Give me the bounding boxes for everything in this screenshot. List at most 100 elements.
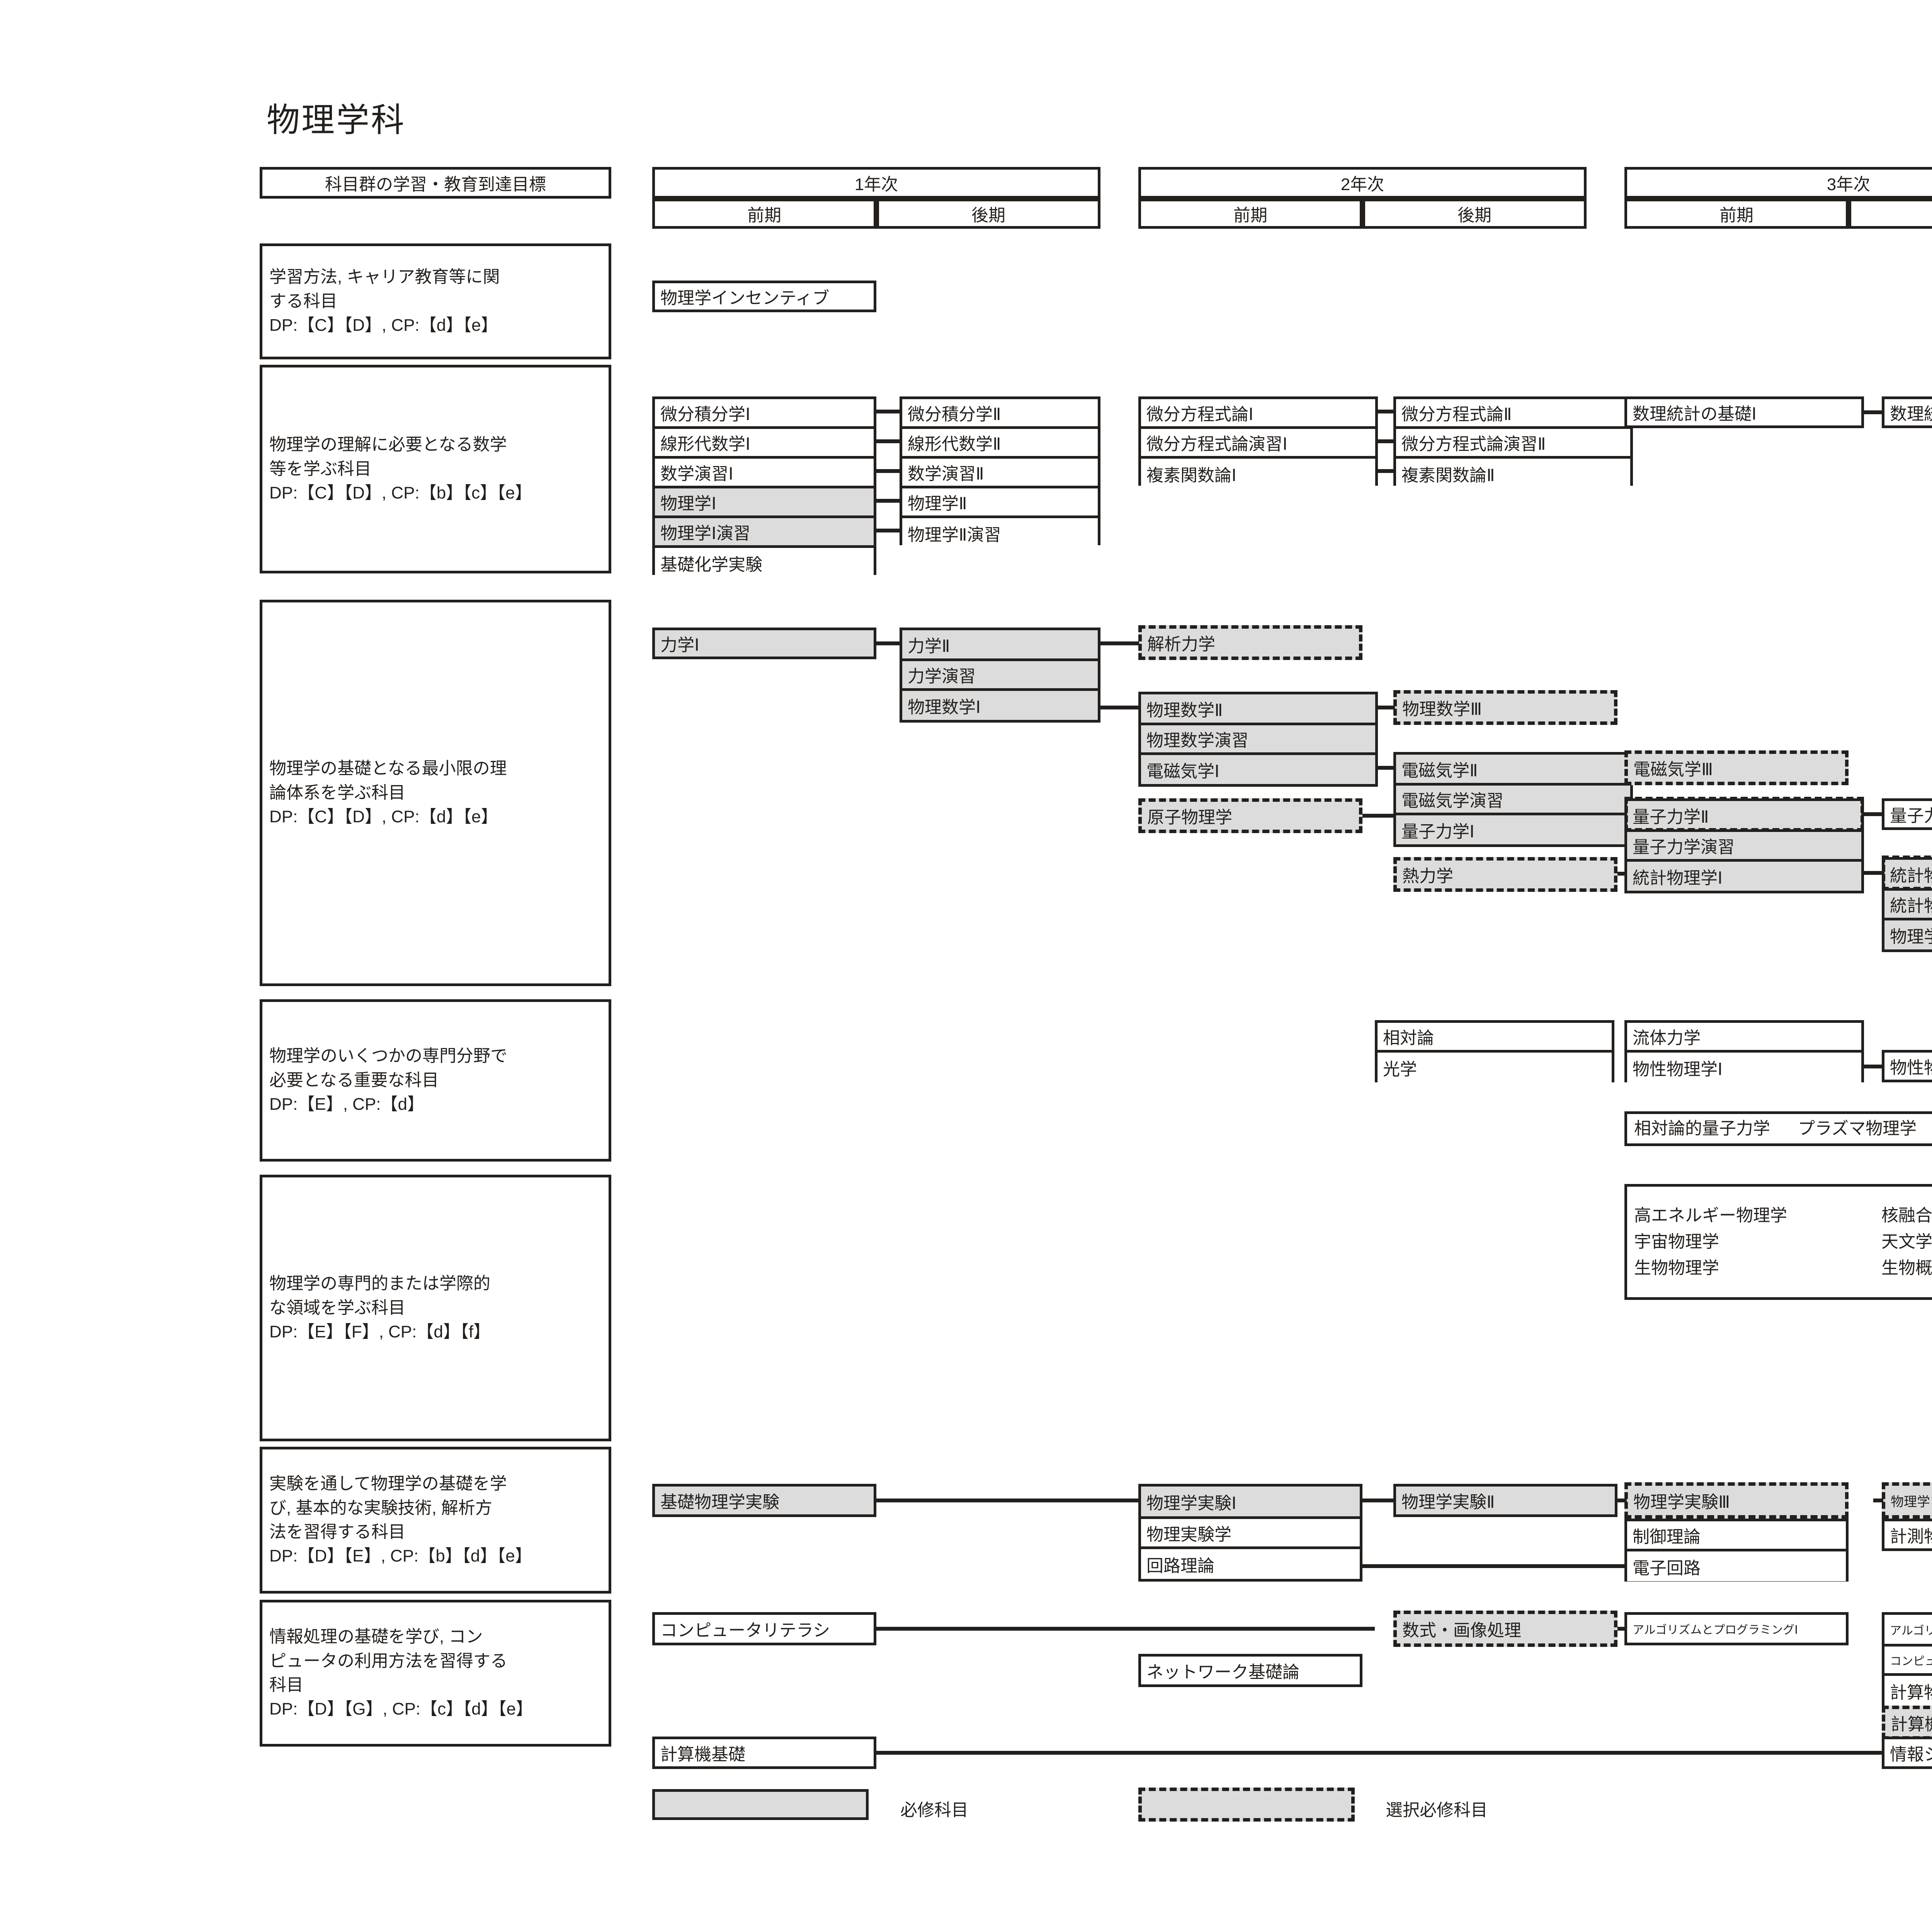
course-row[interactable]: 物理学Ⅱ演習 <box>902 518 1098 548</box>
course-row[interactable]: 光学 <box>1378 1053 1612 1082</box>
connector-line <box>1617 872 1625 876</box>
group-stat-y3-second: 統計物理学Ⅱ 統計物理学演習 物理学総合演習 <box>1882 857 1932 952</box>
course-row[interactable]: 流体力学 <box>1627 1023 1861 1053</box>
course-label: 線形代数学Ⅱ <box>908 435 1001 454</box>
course-analytical-mechanics[interactable]: 解析力学 <box>1138 625 1362 660</box>
connector-line <box>1873 1499 1883 1502</box>
term-header-1-first: 前期 <box>652 199 876 229</box>
course-row[interactable]: 物理学Ⅰ演習 <box>655 518 874 548</box>
course-network-basics[interactable]: ネットワーク基礎論 <box>1138 1654 1362 1687</box>
course-row[interactable]: 微分積分学Ⅱ <box>902 399 1098 429</box>
course-computer-literacy[interactable]: コンピュータリテラシ <box>652 1612 876 1645</box>
course-basic-physics-lab[interactable]: 基礎物理学実験 <box>652 1484 876 1517</box>
legend-swatch-elective-required <box>1138 1788 1355 1822</box>
course-label: 複素関数論Ⅱ <box>1401 466 1495 485</box>
course-algorithms-programming-1[interactable]: アルゴリズムとプログラミングⅠ <box>1624 1612 1849 1645</box>
course-row[interactable]: 量子力学演習 <box>1627 832 1861 862</box>
course-label: 微分方程式論演習Ⅰ <box>1146 435 1287 454</box>
course-row[interactable]: 物理学Ⅰ <box>655 488 874 518</box>
course-label: 物理数学Ⅰ <box>908 697 981 717</box>
course-biophysics[interactable]: 生物物理学 <box>1634 1259 1719 1278</box>
course-row[interactable]: 線形代数学Ⅱ <box>902 429 1098 459</box>
course-row[interactable]: 基礎化学実験 <box>655 548 874 578</box>
course-physmath-3[interactable]: 物理数学Ⅲ <box>1393 690 1617 725</box>
course-row[interactable]: 微分方程式論Ⅰ <box>1141 399 1375 429</box>
legend-swatch-required <box>652 1789 869 1820</box>
goal-box-6-text: 実験を通して物理学の基礎を学 び, 基本的な実験技術, 解析方 法を習得する科目… <box>269 1474 532 1566</box>
course-row[interactable]: アルゴリズムとプログラミングⅡ <box>1884 1615 1932 1647</box>
course-math-y3-second[interactable]: 数理統計の基礎Ⅱ <box>1882 396 1932 428</box>
course-row[interactable]: 微分方程式論演習Ⅱ <box>1396 429 1630 459</box>
course-row[interactable]: 力学Ⅱ <box>902 630 1098 661</box>
course-row[interactable]: 電子回路 <box>1627 1551 1846 1581</box>
course-physics-lab-3[interactable]: 物理学実験Ⅲ <box>1624 1482 1849 1519</box>
connector-line <box>1100 706 1138 709</box>
course-em-3[interactable]: 電磁気学Ⅲ <box>1624 750 1849 785</box>
course-row[interactable]: 統計物理学Ⅱ <box>1884 860 1932 891</box>
course-atomic-physics[interactable]: 原子物理学 <box>1138 798 1362 833</box>
course-row[interactable]: 物理学総合演習 <box>1884 920 1932 949</box>
course-row[interactable]: 回路理論 <box>1141 1549 1360 1579</box>
connector-line <box>1378 410 1393 413</box>
course-label: 微分積分学Ⅰ <box>660 405 750 424</box>
course-row[interactable]: 数学演習Ⅱ <box>902 459 1098 488</box>
goal-box-3: 物理学の基礎となる最小限の理 論体系を学ぶ科目 DP:【C】【D】, CP:【d… <box>260 600 611 986</box>
course-row[interactable]: 数学演習Ⅰ <box>655 459 874 488</box>
term-header-2-second: 後期 <box>1362 199 1587 229</box>
course-row[interactable]: 微分方程式論Ⅱ <box>1396 399 1630 429</box>
course-row[interactable]: 物理数学Ⅰ <box>902 691 1098 720</box>
course-row[interactable]: 物理学Ⅱ <box>902 488 1098 518</box>
course-physics-project-lab[interactable]: 物理学プロジェクト実験 <box>1882 1482 1932 1519</box>
advanced-courses-bar: 高エネルギー物理学 宇宙物理学 生物物理学 核融合科学 天文学 生物概論 （3、… <box>1624 1184 1932 1300</box>
course-row[interactable]: 物理実験学 <box>1141 1519 1360 1549</box>
course-relativistic-qm[interactable]: 相対論的量子力学 <box>1634 1119 1770 1138</box>
course-row[interactable]: 微分積分学Ⅰ <box>655 399 874 429</box>
course-row[interactable]: 物理学実験Ⅰ <box>1141 1487 1360 1519</box>
course-row[interactable]: 電磁気学Ⅰ <box>1141 755 1375 784</box>
course-row[interactable]: 力学演習 <box>902 661 1098 691</box>
course-row[interactable]: 複素関数論Ⅱ <box>1396 459 1630 488</box>
course-row[interactable]: 統計物理学演習 <box>1884 891 1932 920</box>
advanced-column-1: 高エネルギー物理学 宇宙物理学 生物物理学 <box>1634 1203 1881 1282</box>
course-row[interactable]: コンピュータシミュレーション <box>1884 1647 1932 1676</box>
course-astronomy[interactable]: 天文学 <box>1881 1232 1932 1251</box>
course-row[interactable]: 量子力学Ⅱ <box>1627 801 1861 832</box>
course-row[interactable]: 量子力学Ⅰ <box>1396 815 1630 844</box>
group-math-y2-first: 微分方程式論Ⅰ 微分方程式論演習Ⅰ 複素関数論Ⅰ <box>1138 396 1378 488</box>
course-condensed-matter-2[interactable]: 物性物理学Ⅱ <box>1882 1050 1932 1082</box>
course-row[interactable]: 計算物理学 <box>1884 1676 1932 1706</box>
course-computer-exercises[interactable]: 計算機演習 <box>1882 1706 1932 1740</box>
course-fusion-science[interactable]: 核融合科学 <box>1881 1206 1932 1225</box>
course-physics-lab-2[interactable]: 物理学実験Ⅱ <box>1393 1484 1617 1517</box>
course-high-energy[interactable]: 高エネルギー物理学 <box>1634 1206 1787 1225</box>
connector-line <box>876 1751 1882 1755</box>
course-plasma-physics[interactable]: プラズマ物理学 <box>1798 1119 1917 1138</box>
course-formula-image-processing[interactable]: 数式・画像処理 <box>1393 1611 1617 1647</box>
course-row[interactable]: 物理数学演習 <box>1141 725 1375 755</box>
course-thermodynamics[interactable]: 熱力学 <box>1393 857 1617 892</box>
course-measurement-physics[interactable]: 計測物理学 <box>1882 1519 1932 1551</box>
course-astrophysics[interactable]: 宇宙物理学 <box>1634 1232 1719 1251</box>
course-row[interactable]: 電磁気学Ⅱ <box>1396 755 1630 786</box>
course-math-y3-first[interactable]: 数理統計の基礎Ⅰ <box>1624 396 1864 428</box>
course-label: 原子物理学 <box>1147 808 1232 827</box>
term-header-3-second: 後期 <box>1849 199 1932 229</box>
course-row[interactable]: 物性物理学Ⅰ <box>1627 1053 1861 1082</box>
course-row[interactable]: 線形代数学Ⅰ <box>655 429 874 459</box>
course-qm-3[interactable]: 量子力学Ⅲ <box>1882 798 1932 830</box>
course-row[interactable]: 制御理論 <box>1627 1521 1846 1551</box>
course-label: 微分方程式論演習Ⅱ <box>1401 435 1546 454</box>
course-mechanics-1[interactable]: 力学Ⅰ <box>652 628 876 659</box>
course-row[interactable]: 相対論 <box>1378 1023 1612 1053</box>
course-information-systems[interactable]: 情報システム論 <box>1882 1737 1932 1769</box>
term-header-1-first-label: 前期 <box>747 206 781 225</box>
course-row[interactable]: 複素関数論Ⅰ <box>1141 459 1375 488</box>
course-biology-intro[interactable]: 生物概論 <box>1881 1259 1932 1278</box>
course-row[interactable]: 物理数学Ⅱ <box>1141 694 1375 725</box>
course-computer-fundamentals[interactable]: 計算機基礎 <box>652 1737 876 1769</box>
connector-line <box>1378 706 1395 709</box>
course-incentive[interactable]: 物理学インセンティブ <box>652 281 876 312</box>
course-row[interactable]: 微分方程式論演習Ⅰ <box>1141 429 1375 459</box>
course-row[interactable]: 電磁気学演習 <box>1396 786 1630 815</box>
course-row[interactable]: 統計物理学Ⅰ <box>1627 862 1861 891</box>
